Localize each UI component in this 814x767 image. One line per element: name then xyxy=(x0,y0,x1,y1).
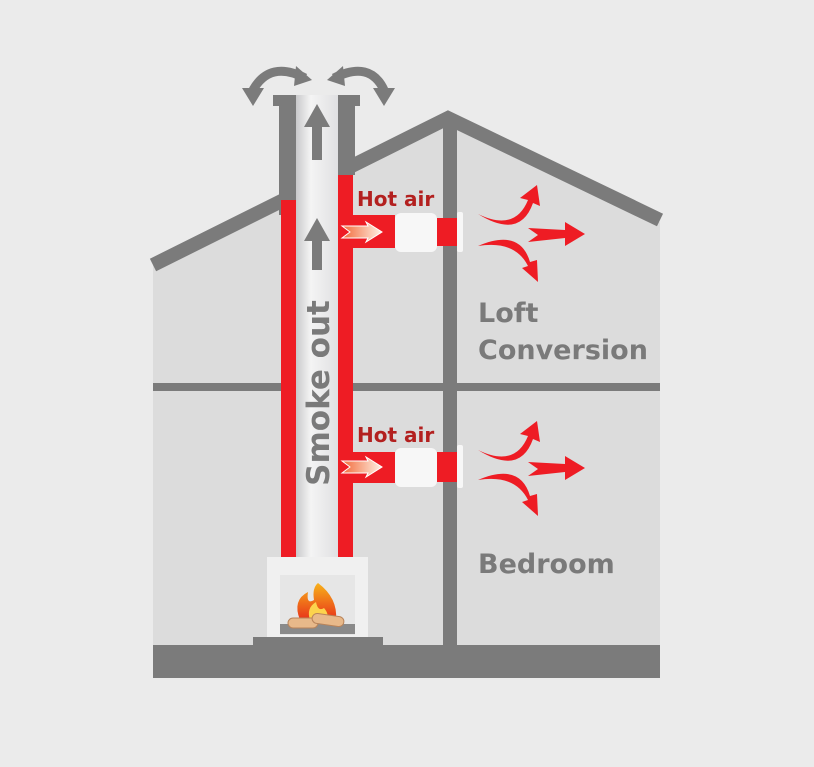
smoke-arrowheads-icon xyxy=(242,66,395,106)
loft-label-line1: Loft xyxy=(478,298,539,329)
bedroom-label: Bedroom xyxy=(478,549,615,580)
hot-air-label-lower: Hot air xyxy=(357,423,434,447)
smoke-out-label: Smoke out xyxy=(301,300,337,486)
loft-label-line2: Conversion xyxy=(478,335,648,366)
interior-wall xyxy=(443,118,457,648)
ground-floor xyxy=(153,645,660,678)
fire-icon xyxy=(287,583,345,629)
lower-hot-air-vent xyxy=(340,445,463,488)
hot-air-upper-arrows-icon xyxy=(478,185,585,282)
smoke-up-arrow-icon xyxy=(304,104,330,270)
hot-air-duct-left xyxy=(281,200,296,557)
hot-air-lower-arrows-icon xyxy=(478,421,585,516)
upper-hot-air-vent xyxy=(340,212,463,252)
middle-floor xyxy=(153,383,660,391)
flue-pipe xyxy=(296,95,338,557)
hot-air-label-upper: Hot air xyxy=(357,187,434,211)
